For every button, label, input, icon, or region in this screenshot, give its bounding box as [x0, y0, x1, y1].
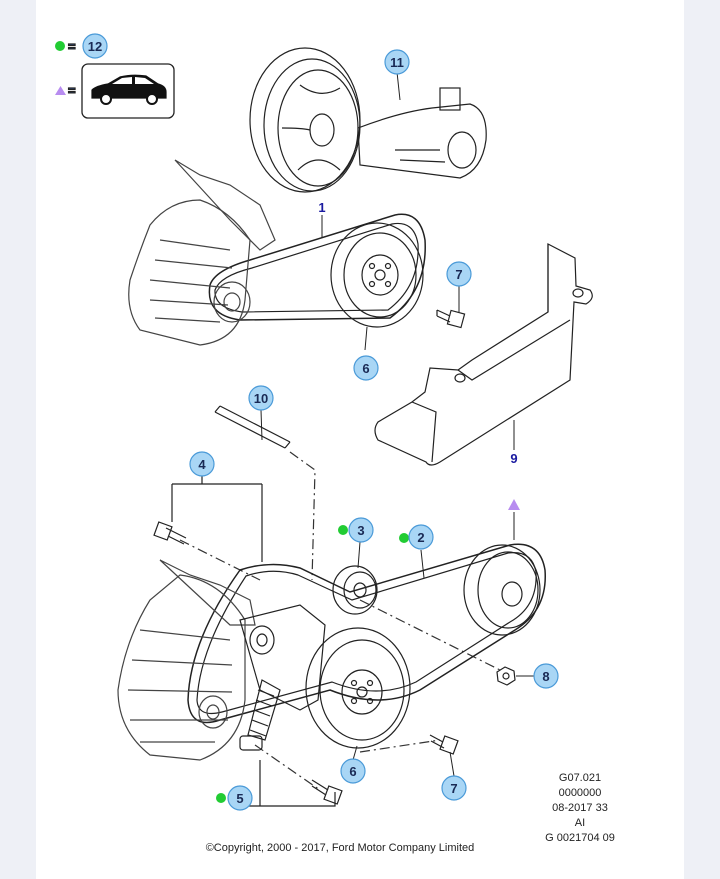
callout-3[interactable]: 3: [348, 517, 374, 543]
callout-8[interactable]: 8: [533, 663, 559, 689]
green-dot-icon: [55, 41, 65, 51]
callout-4-label: 4: [198, 457, 206, 472]
callout-5[interactable]: 5: [227, 785, 253, 811]
idler-pulley: [332, 565, 378, 615]
reference-line-5: G 0021704 09: [545, 832, 615, 844]
reference-line-4: AI: [574, 817, 586, 829]
callout-2[interactable]: 2: [408, 524, 434, 550]
nut: [496, 666, 516, 686]
callout-12[interactable]: 12: [82, 33, 108, 59]
tensioner-bolt: [311, 779, 343, 805]
tensioner-assembly: [239, 604, 326, 751]
callout-2-green-dot-icon: [399, 533, 409, 543]
callout-9[interactable]: 9: [510, 451, 517, 466]
callout-2-label: 2: [417, 530, 424, 545]
callout-10[interactable]: 10: [248, 385, 274, 411]
callout-3-label: 3: [357, 523, 364, 538]
stud: [214, 405, 291, 449]
lower-crank-pulley: [305, 627, 411, 749]
callout-12-label: 12: [88, 39, 102, 54]
callout-11[interactable]: 11: [384, 49, 410, 75]
power-steering-pulley: [249, 47, 361, 193]
callout-6-lower-label: 6: [349, 764, 356, 779]
upper-belt: [208, 213, 426, 321]
construction-lines: [179, 451, 501, 791]
callout-10-label: 10: [254, 391, 268, 406]
belt-shield: [374, 243, 593, 466]
upper-crank-pulley: [330, 222, 424, 328]
lower-bolt: [429, 734, 459, 755]
reference-line-2: 0000000: [558, 787, 602, 799]
legend: = =: [55, 38, 175, 119]
callout-brackets: [171, 470, 336, 807]
callout-11-label: 11: [390, 55, 404, 70]
callout-7-lower[interactable]: 7: [441, 775, 467, 801]
reference-line-1: G07.021: [558, 772, 602, 784]
callout-3-green-dot-icon: [338, 525, 348, 535]
diagram-sheet: [36, 0, 684, 879]
upper-alternator: [128, 159, 276, 346]
legend-equals-1: =: [68, 39, 76, 54]
stud-bolt-left: [153, 521, 187, 545]
lower-belt: [187, 543, 546, 724]
power-steering-pump: [357, 87, 487, 179]
callout-6-upper[interactable]: 6: [353, 355, 379, 381]
callout-6-lower[interactable]: 6: [340, 758, 366, 784]
accessory-pulley-right: [463, 544, 541, 636]
copyright-notice: ©Copyright, 2000 - 2017, Ford Motor Comp…: [205, 842, 475, 854]
leader-lines: [260, 71, 534, 777]
callout-8-label: 8: [542, 669, 549, 684]
vehicle-box: [81, 63, 175, 119]
legend-equals-2: =: [68, 83, 76, 98]
reference-line-3: 08-2017 33: [552, 802, 608, 814]
upper-bolt: [436, 309, 466, 329]
callout-4[interactable]: 4: [189, 451, 215, 477]
variant-triangle-icon: [508, 499, 520, 510]
callout-7-lower-label: 7: [450, 781, 457, 796]
callout-5-green-dot-icon: [216, 793, 226, 803]
callout-5-label: 5: [236, 791, 243, 806]
purple-triangle-icon: [55, 86, 66, 95]
car-icon: [91, 74, 167, 105]
callout-7-upper[interactable]: 7: [446, 261, 472, 287]
callout-7-upper-label: 7: [455, 267, 462, 282]
callout-6-upper-label: 6: [362, 361, 369, 376]
lower-alternator: [117, 559, 256, 761]
callout-1[interactable]: 1: [318, 200, 325, 215]
